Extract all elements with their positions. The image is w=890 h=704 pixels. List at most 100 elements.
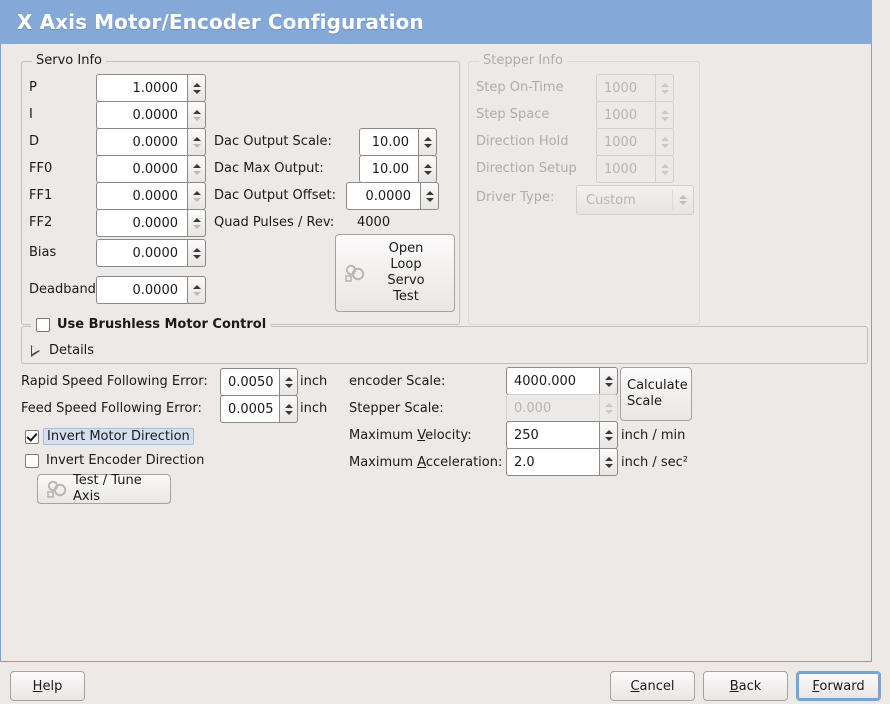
feed-following-error-unit: inch (300, 401, 328, 416)
feed-following-error-stepper[interactable] (279, 395, 298, 423)
step-space-label: Step Space (476, 107, 550, 122)
forward-rest: orward (819, 678, 865, 694)
servo-ff2-stepper[interactable] (187, 209, 206, 237)
servo-p-spinner[interactable]: 1.0000 (96, 74, 206, 102)
servo-d-stepper[interactable] (187, 128, 206, 156)
encoder-scale-spinner[interactable]: 4000.000 (506, 367, 618, 395)
step-space-stepper (655, 101, 674, 129)
servo-label-p: P (29, 80, 37, 95)
max-velocity-label-post: elocity: (425, 428, 472, 443)
max-acceleration-label-post: cceleration: (425, 455, 503, 470)
dac-output-scale-value[interactable]: 10.00 (359, 128, 418, 156)
dac-output-scale-stepper[interactable] (418, 128, 437, 156)
max-acceleration-label-pre: Maximum (349, 455, 418, 470)
help-button[interactable]: Help (10, 671, 85, 701)
open-loop-servo-test-label: Open Loop Servo Test (387, 241, 425, 304)
max-velocity-label-pre: Maximum (349, 428, 418, 443)
servo-p-value[interactable]: 1.0000 (96, 74, 187, 102)
servo-ff1-spinner[interactable]: 0.0000 (96, 182, 206, 210)
brushless-checkbox-label: Use Brushless Motor Control (57, 317, 267, 332)
dac-max-output-stepper[interactable] (418, 155, 437, 183)
back-button[interactable]: Back (703, 671, 788, 701)
invert-motor-checkbox-box[interactable] (25, 429, 39, 444)
servo-deadband-value[interactable]: 0.0000 (96, 276, 187, 304)
step-on-time-spinner: 1000 (596, 74, 674, 102)
dac-output-offset-value[interactable]: 0.0000 (346, 182, 420, 210)
stepper-info-legend: Stepper Info (479, 53, 567, 68)
rapid-following-error-value[interactable]: 0.0050 (220, 368, 279, 396)
max-velocity-spinner[interactable]: 250 (506, 421, 618, 449)
servo-i-stepper[interactable] (187, 101, 206, 129)
use-brushless-motor-control-checkbox[interactable]: Use Brushless Motor Control (31, 317, 272, 332)
direction-setup-spinner: 1000 (596, 155, 674, 183)
dialog-content: Servo Info P I D FF0 FF1 FF2 Bias Deadba… (0, 44, 872, 662)
servo-label-bias: Bias (29, 245, 57, 260)
max-velocity-label: Maximum Velocity: (349, 428, 472, 443)
dac-output-scale-spinner[interactable]: 10.00 (359, 128, 437, 156)
step-on-time-value: 1000 (596, 74, 655, 102)
invert-motor-direction-checkbox[interactable]: Invert Motor Direction (25, 428, 194, 445)
dac-output-offset-spinner[interactable]: 0.0000 (346, 182, 439, 210)
servo-ff0-stepper[interactable] (187, 155, 206, 183)
forward-button[interactable]: Forward (796, 671, 881, 701)
rapid-following-error-stepper[interactable] (279, 368, 298, 396)
cancel-button[interactable]: Cancel (610, 671, 695, 701)
feed-following-error-value[interactable]: 0.0005 (220, 395, 279, 423)
servo-ff1-stepper[interactable] (187, 182, 206, 210)
back-key: B (729, 678, 739, 694)
max-acceleration-spinner[interactable]: 2.0 (506, 448, 618, 476)
max-velocity-label-key: V (417, 428, 426, 443)
servo-ff2-spinner[interactable]: 0.0000 (96, 209, 206, 237)
invert-encoder-checkbox-box[interactable] (25, 453, 39, 468)
servo-ff1-value[interactable]: 0.0000 (96, 182, 187, 210)
servo-d-spinner[interactable]: 0.0000 (96, 128, 206, 156)
gears-icon (345, 264, 365, 282)
calculate-scale-button[interactable]: Calculate Scale (620, 367, 692, 421)
test-tune-axis-button[interactable]: Test / Tune Axis (37, 473, 171, 504)
brushless-checkbox-box[interactable] (36, 317, 50, 332)
chevron-right-icon (31, 344, 40, 357)
direction-hold-stepper (655, 128, 674, 156)
dac-max-output-value[interactable]: 10.00 (359, 155, 418, 183)
dialog-title-bar: X Axis Motor/Encoder Configuration (0, 0, 872, 44)
servo-bias-value[interactable]: 0.0000 (96, 239, 187, 267)
direction-setup-stepper (655, 155, 674, 183)
help-key: H (32, 678, 43, 694)
dac-max-output-spinner[interactable]: 10.00 (359, 155, 437, 183)
max-acceleration-stepper[interactable] (599, 448, 618, 476)
servo-ff0-value[interactable]: 0.0000 (96, 155, 187, 183)
help-rest: elp (42, 678, 63, 694)
servo-deadband-stepper[interactable] (187, 276, 206, 304)
servo-bias-spinner[interactable]: 0.0000 (96, 239, 206, 267)
encoder-scale-stepper[interactable] (599, 367, 618, 395)
servo-label-ff1: FF1 (29, 188, 53, 203)
servo-p-stepper[interactable] (187, 74, 206, 102)
quad-pulses-label: Quad Pulses / Rev: (214, 215, 335, 230)
feed-following-error-spinner[interactable]: 0.0005 (220, 395, 298, 423)
step-space-spinner: 1000 (596, 101, 674, 129)
direction-setup-label: Direction Setup (476, 161, 577, 176)
max-velocity-value[interactable]: 250 (506, 421, 599, 449)
max-acceleration-value[interactable]: 2.0 (506, 448, 599, 476)
servo-ff0-spinner[interactable]: 0.0000 (96, 155, 206, 183)
max-velocity-stepper[interactable] (599, 421, 618, 449)
invert-encoder-direction-checkbox[interactable]: Invert Encoder Direction (25, 453, 204, 468)
rapid-following-error-label: Rapid Speed Following Error: (21, 374, 208, 389)
servo-i-spinner[interactable]: 0.0000 (96, 101, 206, 129)
feed-following-error-label: Feed Speed Following Error: (21, 401, 202, 416)
dac-output-offset-stepper[interactable] (420, 182, 439, 210)
invert-encoder-label: Invert Encoder Direction (46, 453, 205, 468)
servo-bias-stepper[interactable] (187, 239, 206, 267)
rapid-following-error-spinner[interactable]: 0.0050 (220, 368, 298, 396)
servo-d-value[interactable]: 0.0000 (96, 128, 187, 156)
servo-i-value[interactable]: 0.0000 (96, 101, 187, 129)
details-expander[interactable]: Details (31, 343, 94, 358)
servo-deadband-spinner[interactable]: 0.0000 (96, 276, 206, 304)
stepper-scale-spinner: 0.000 (506, 394, 618, 422)
servo-ff2-value[interactable]: 0.0000 (96, 209, 187, 237)
open-loop-servo-test-button[interactable]: Open Loop Servo Test (335, 234, 455, 312)
encoder-scale-value[interactable]: 4000.000 (506, 367, 599, 395)
direction-hold-label: Direction Hold (476, 134, 569, 149)
max-acceleration-label-key: A (417, 455, 426, 470)
